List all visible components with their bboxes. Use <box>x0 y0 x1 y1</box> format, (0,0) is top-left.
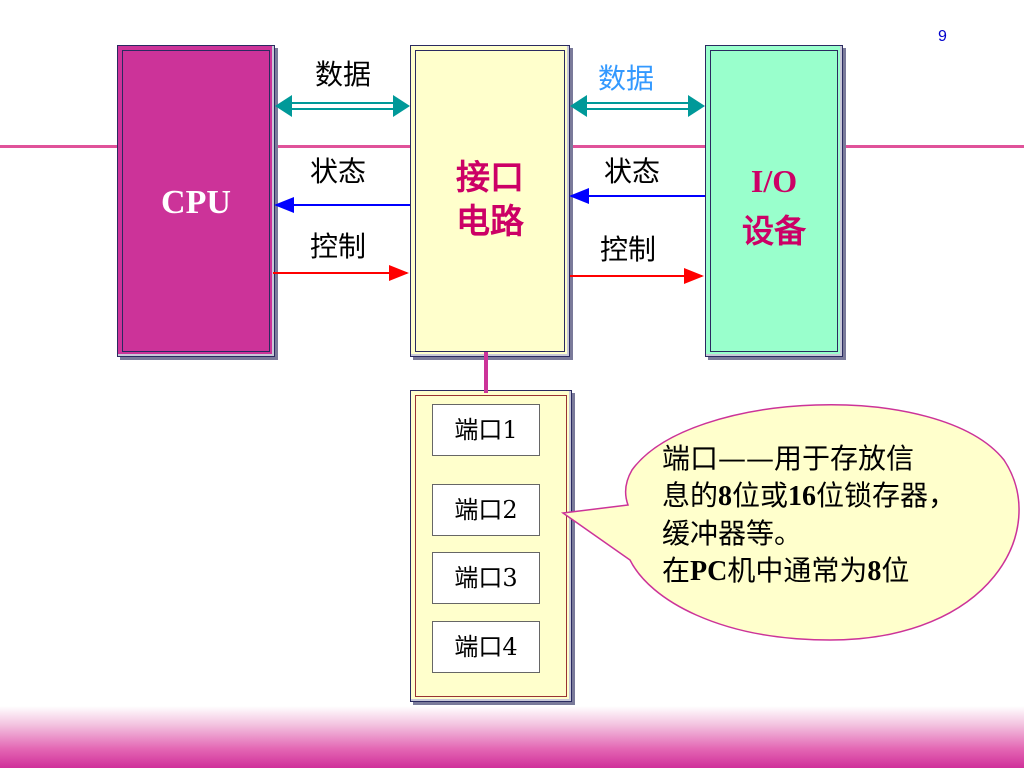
status-label-right: 状态 <box>604 155 661 188</box>
footer-gradient-band <box>0 706 1024 768</box>
io-device-label: I/O 设备 <box>741 163 806 250</box>
io-device-block: I/O 设备 <box>705 45 843 357</box>
cpu-block: CPU <box>117 45 275 357</box>
data-label-right: 数据 <box>598 62 655 95</box>
data-bus-right-arrow <box>570 95 705 117</box>
data-bus-left-arrow <box>275 95 410 117</box>
port-2: 端口2 <box>432 484 540 536</box>
port-1: 端口1 <box>432 404 540 456</box>
callout-bubble <box>560 404 1020 641</box>
interface-circuit-label: 接口 电路 <box>456 158 524 242</box>
callout-text: 端口——用于存放信 息的8位或16位锁存器， 缓冲器等。 在PC机中通常为8位 <box>662 442 957 587</box>
control-label-right: 控制 <box>600 233 657 266</box>
cpu-label: CPU <box>161 184 231 221</box>
port-3: 端口3 <box>432 552 540 604</box>
control-label-left: 控制 <box>310 230 367 263</box>
page-number: 9 <box>938 28 947 45</box>
port-4: 端口4 <box>432 621 540 673</box>
interface-circuit-block: 接口 电路 <box>410 45 570 357</box>
data-label-left: 数据 <box>315 58 372 91</box>
status-label-left: 状态 <box>310 155 367 188</box>
